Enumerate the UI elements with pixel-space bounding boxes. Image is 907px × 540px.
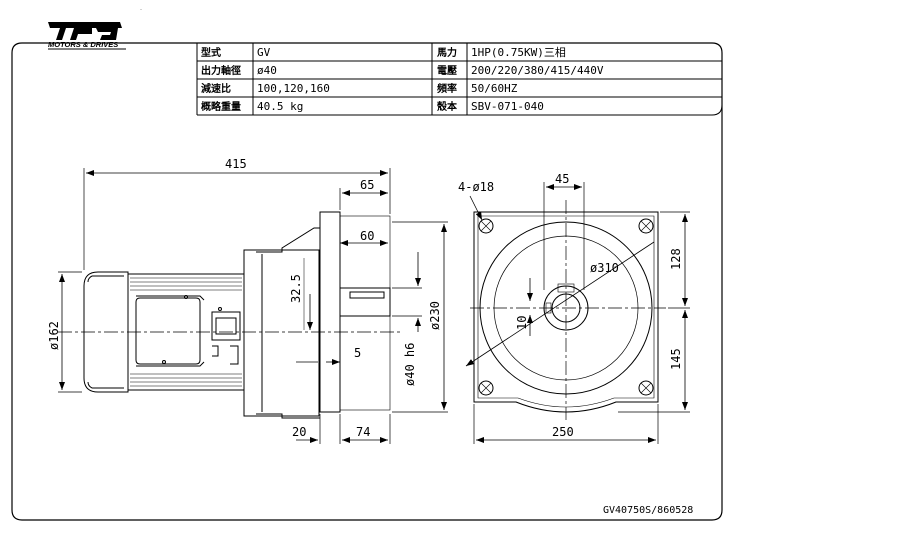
- dim-shaft-center-offset: 32.5: [289, 274, 303, 303]
- mounting-flange-outline: [473, 211, 659, 413]
- spec-value-power: 1HP(0.75KW)三相: [471, 46, 566, 59]
- dim-pcd: ø310: [590, 261, 619, 275]
- terminal-box: [135, 297, 201, 365]
- spec-value-voltage: 200/220/380/415/440V: [471, 64, 604, 77]
- dim-lower-height: 145: [669, 348, 683, 370]
- spec-label-weight: 概略重量: [201, 100, 241, 113]
- dim-motor-diameter: ø162: [47, 321, 61, 350]
- spec-label-shaft: 出力軸徑: [201, 64, 241, 77]
- mount-hole: [638, 380, 654, 396]
- spec-value-ratio: 100,120,160: [257, 82, 330, 95]
- spec-table: [196, 43, 723, 116]
- spec-row: 型式 GV 馬力 1HP(0.75KW)三相: [201, 46, 566, 59]
- spec-label-frequency: 頻率: [437, 82, 457, 95]
- spec-value-housing: SBV-071-040: [471, 100, 544, 113]
- logo: TPG MOTORS & DRIVES: [48, 9, 142, 50]
- spec-row: 出力軸徑 ø40 電壓 200/220/380/415/440V: [201, 64, 604, 77]
- dim-key-width: 45: [555, 172, 569, 186]
- dim-base-width: 250: [552, 425, 574, 439]
- dim-flange-thickness: 20: [292, 425, 306, 439]
- motor-fan-cover: [83, 271, 129, 393]
- drawing-border: [11, 42, 723, 521]
- mount-hole: [478, 218, 494, 234]
- dim-key-offset: 5: [354, 346, 361, 360]
- dim-shaft-diameter: ø40 h6: [403, 343, 417, 386]
- dim-flange-to-end: 65: [360, 178, 374, 192]
- logo-mark: [48, 22, 122, 40]
- output-flange: [319, 211, 341, 413]
- spec-value-model: GV: [257, 46, 271, 59]
- logo-subtitle: MOTORS & DRIVES: [48, 40, 118, 49]
- spec-row: 概略重量 40.5 kg 殼本 SBV-071-040: [201, 100, 544, 113]
- spec-value-weight: 40.5 kg: [257, 100, 303, 113]
- dim-shaft-extension: 74: [356, 425, 370, 439]
- dim-key-depth: 10: [515, 316, 529, 330]
- output-shaft: [339, 287, 391, 317]
- dim-shaft-length: 60: [360, 229, 374, 243]
- spec-label-housing: 殼本: [437, 100, 458, 113]
- dim-overall-length: 415: [225, 157, 247, 171]
- spec-value-frequency: 50/60HZ: [471, 82, 518, 95]
- drawing-number: GV40750S/860528: [603, 505, 693, 516]
- logo-text: TPG: [140, 9, 142, 11]
- dim-hole-spec: 4-ø18: [458, 180, 494, 194]
- spec-value-shaft: ø40: [257, 64, 277, 77]
- side-view: [58, 168, 448, 444]
- dim-flange-height: ø230: [428, 301, 442, 330]
- front-view: [465, 182, 690, 444]
- spec-row: 減速比 100,120,160 頻率 50/60HZ: [201, 82, 518, 95]
- dim-upper-height: 128: [669, 248, 683, 270]
- spec-label-power: 馬力: [437, 46, 457, 59]
- mount-hole: [638, 218, 654, 234]
- gearbox-housing: [243, 249, 320, 417]
- spec-label-voltage: 電壓: [437, 65, 457, 77]
- mount-hole: [478, 380, 494, 396]
- spec-label-ratio: 減速比: [201, 82, 231, 95]
- spec-label-model: 型式: [201, 46, 221, 59]
